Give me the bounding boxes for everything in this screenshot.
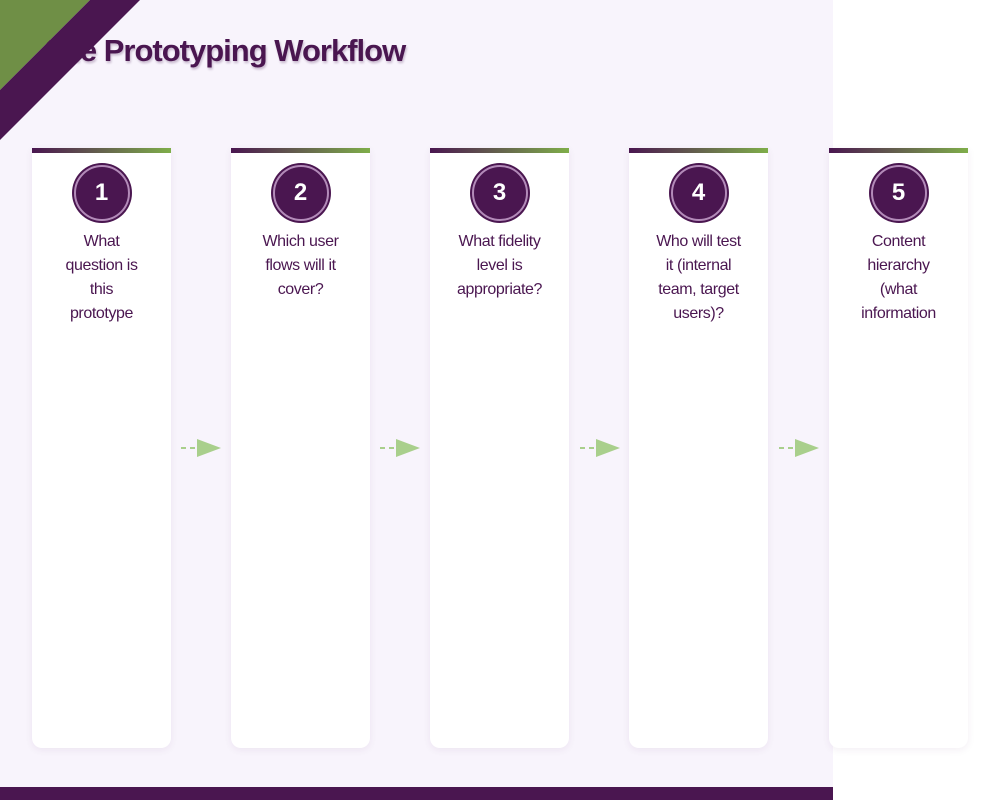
step-number-badge: 5 [870, 165, 927, 221]
step-number-badge: 4 [670, 165, 727, 221]
step-card-2: 2 Which user flows will it cover? [231, 148, 370, 748]
step-text: What question is this prototype answerin… [65, 233, 138, 322]
dashed-arrow-icon [779, 439, 819, 457]
slide-canvas: The Prototyping Workflow 1 What question… [0, 0, 833, 800]
step-text: Content hierarchy (what information come… [861, 233, 936, 322]
card-accent-bar [231, 148, 370, 153]
corner-ribbon [0, 0, 140, 140]
card-accent-bar [32, 148, 171, 153]
footer-bar [0, 787, 833, 800]
card-accent-bar [829, 148, 968, 153]
step-card-5: 5 Content hierarchy (what information co… [829, 148, 968, 748]
step-text: Which user flows will it cover? [262, 233, 339, 298]
dashed-arrow-icon [380, 439, 420, 457]
step-number-badge: 1 [73, 165, 130, 221]
dashed-arrow-icon [580, 439, 620, 457]
step-number-badge: 3 [471, 165, 528, 221]
step-text: Who will test it (internal team, target … [656, 233, 741, 322]
card-accent-bar [430, 148, 569, 153]
step-card-1: 1 What question is this prototype answer… [32, 148, 171, 748]
step-number-badge: 2 [272, 165, 329, 221]
card-accent-bar [629, 148, 768, 153]
page-title: The Prototyping Workflow [44, 33, 406, 68]
step-card-4: 4 Who will test it (internal team, targe… [629, 148, 768, 748]
step-card-3: 3 What fidelity level is appropriate? [430, 148, 569, 748]
step-text: What fidelity level is appropriate? [456, 233, 543, 298]
dashed-arrow-icon [181, 439, 221, 457]
